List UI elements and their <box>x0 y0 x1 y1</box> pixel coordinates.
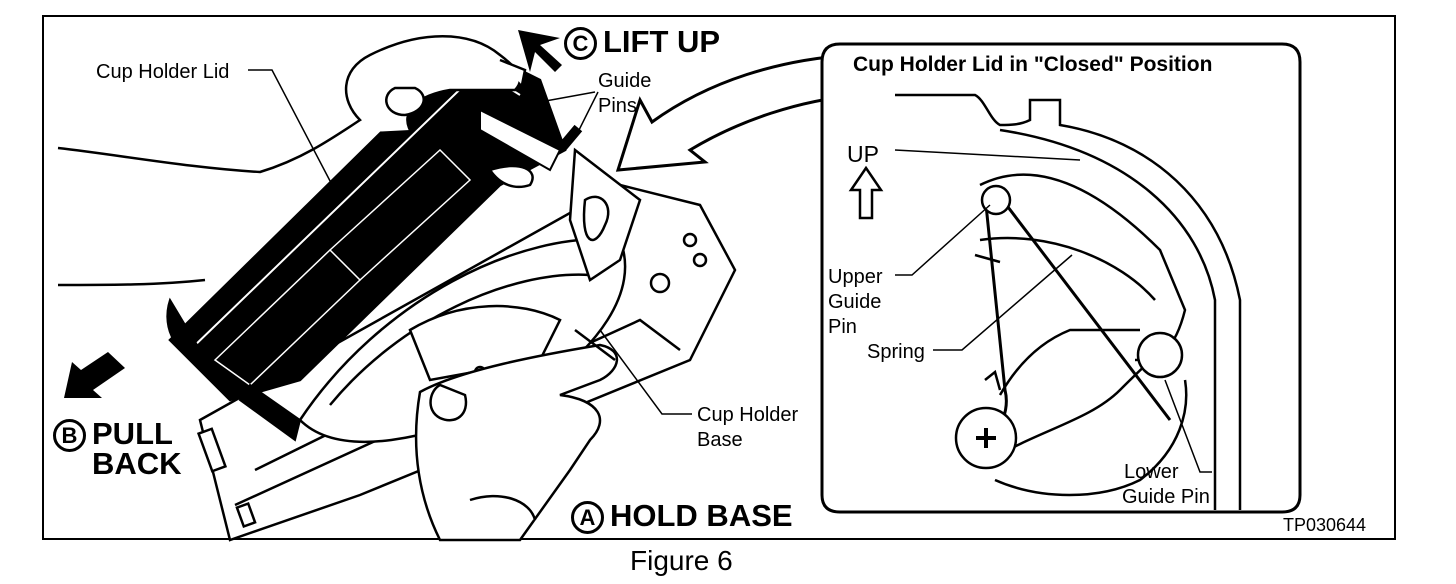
label-guide-pins-line1: Guide <box>598 70 652 92</box>
figure-code: TP030644 <box>1283 515 1367 535</box>
label-lower-guide-pin-line2: Guide Pin <box>1122 486 1210 508</box>
label-lower-guide-pin-line1: Lower <box>1124 461 1179 483</box>
inset-mechanism-drawing <box>895 93 1242 510</box>
step-lift-up-text: LIFT UP <box>603 24 721 59</box>
label-cup-holder-base: Cup Holder Base <box>697 403 798 453</box>
label-upper-guide-pin-line1: Upper <box>828 266 883 288</box>
label-upper-guide-pin-line2: Guide <box>828 291 882 313</box>
inset-title: Cup Holder Lid in "Closed" Position <box>853 53 1213 76</box>
upper-hand-drawing <box>57 35 534 287</box>
label-cup-holder-base-line1: Cup Holder <box>697 404 799 426</box>
hands-drawing <box>414 329 619 542</box>
figure-caption: Figure 6 <box>630 545 733 576</box>
label-cup-holder-base-line2: Base <box>697 429 743 451</box>
step-letter-a: A <box>571 501 604 535</box>
up-arrow-icon <box>848 165 884 220</box>
pull-back-arrow <box>64 352 125 398</box>
step-hold-base-text: HOLD BASE <box>610 498 793 533</box>
step-pull-back-line1: PULL <box>92 416 173 451</box>
step-pull-back-line2: BACK <box>92 446 182 481</box>
label-guide-pins: Guide Pins <box>598 69 651 119</box>
step-letter-b: B <box>53 419 86 453</box>
label-upper-guide-pin: Upper Guide Pin <box>828 265 882 340</box>
label-cup-holder-lid: Cup Holder Lid <box>96 61 230 83</box>
inset-leader-lines <box>894 149 1212 473</box>
inset-up-label: UP <box>847 141 879 167</box>
label-upper-guide-pin-line3: Pin <box>828 316 857 338</box>
leader-lines <box>248 69 692 415</box>
lift-up-arrow <box>518 30 562 72</box>
step-letter-c: C <box>564 27 597 61</box>
label-guide-pins-line2: Pins <box>598 95 637 117</box>
label-spring: Spring <box>867 341 925 363</box>
label-lower-guide-pin: Lower Guide Pin <box>1122 460 1210 510</box>
inset-pins <box>954 184 1184 470</box>
guide-pins-drawing <box>514 94 583 152</box>
